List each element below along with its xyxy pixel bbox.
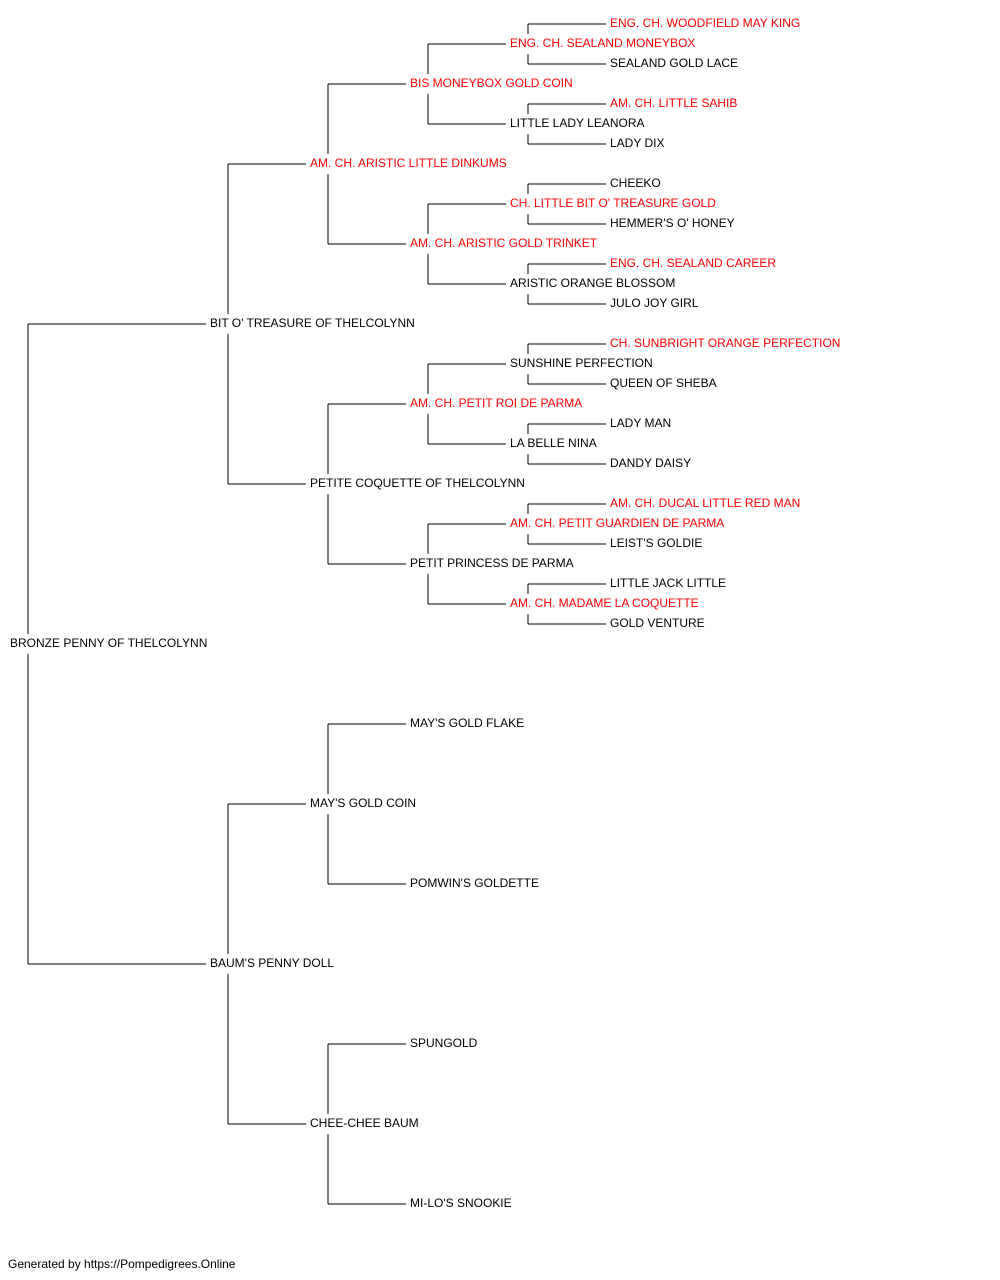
ancestor-name: DANDY DAISY bbox=[608, 456, 694, 470]
ancestor-name: ENG. CH. SEALAND MONEYBOX bbox=[508, 36, 698, 50]
ancestor-name: CHEEKO bbox=[608, 176, 663, 190]
ancestor-name: AM. CH. ARISTIC LITTLE DINKUMS bbox=[308, 156, 509, 170]
footer-credit[interactable]: Generated by https://Pompedigrees.Online bbox=[8, 1257, 236, 1271]
ancestor-name: HEMMER'S O' HONEY bbox=[608, 216, 737, 230]
ancestor-name: QUEEN OF SHEBA bbox=[608, 376, 719, 390]
ancestor-name: LITTLE JACK LITTLE bbox=[608, 576, 729, 590]
ancestor-name: MI-LO'S SNOOKIE bbox=[408, 1196, 514, 1210]
ancestor-name: ARISTIC ORANGE BLOSSOM bbox=[508, 276, 678, 290]
ancestor-name: BIS MONEYBOX GOLD COIN bbox=[408, 76, 575, 90]
ancestor-name: BIT O' TREASURE OF THELCOLYNN bbox=[208, 316, 417, 330]
ancestor-name: CH. LITTLE BIT O' TREASURE GOLD bbox=[508, 196, 718, 210]
ancestor-name: LADY DIX bbox=[608, 136, 667, 150]
ancestor-name: GOLD VENTURE bbox=[608, 616, 707, 630]
ancestor-name: AM. CH. PETIT ROI DE PARMA bbox=[408, 396, 585, 410]
ancestor-name: SUNSHINE PERFECTION bbox=[508, 356, 655, 370]
ancestor-name: LEIST'S GOLDIE bbox=[608, 536, 705, 550]
ancestor-name: SPUNGOLD bbox=[408, 1036, 480, 1050]
ancestor-name: ENG. CH. SEALAND CAREER bbox=[608, 256, 779, 270]
ancestor-name: PETITE COQUETTE OF THELCOLYNN bbox=[308, 476, 527, 490]
ancestor-name: AM. CH. DUCAL LITTLE RED MAN bbox=[608, 496, 803, 510]
ancestor-name: MAY'S GOLD COIN bbox=[308, 796, 419, 810]
ancestor-name: CHEE-CHEE BAUM bbox=[308, 1116, 421, 1130]
ancestor-name: ENG. CH. WOODFIELD MAY KING bbox=[608, 16, 803, 30]
ancestor-name: LADY MAN bbox=[608, 416, 674, 430]
ancestor-name: AM. CH. PETIT GUARDIEN DE PARMA bbox=[508, 516, 727, 530]
subject-dog-name: BRONZE PENNY OF THELCOLYNN bbox=[8, 636, 210, 650]
ancestor-name: LA BELLE NINA bbox=[508, 436, 599, 450]
ancestor-name: AM. CH. ARISTIC GOLD TRINKET bbox=[408, 236, 600, 250]
ancestor-name: AM. CH. LITTLE SAHIB bbox=[608, 96, 740, 110]
ancestor-name: SEALAND GOLD LACE bbox=[608, 56, 741, 70]
ancestor-name: JULO JOY GIRL bbox=[608, 296, 701, 310]
ancestor-name: BAUM'S PENNY DOLL bbox=[208, 956, 337, 970]
ancestor-name: MAY'S GOLD FLAKE bbox=[408, 716, 527, 730]
ancestor-name: AM. CH. MADAME LA COQUETTE bbox=[508, 596, 701, 610]
ancestor-name: LITTLE LADY LEANORA bbox=[508, 116, 647, 130]
ancestor-name: CH. SUNBRIGHT ORANGE PERFECTION bbox=[608, 336, 843, 350]
ancestor-name: PETIT PRINCESS DE PARMA bbox=[408, 556, 576, 570]
ancestor-name: POMWIN'S GOLDETTE bbox=[408, 876, 541, 890]
